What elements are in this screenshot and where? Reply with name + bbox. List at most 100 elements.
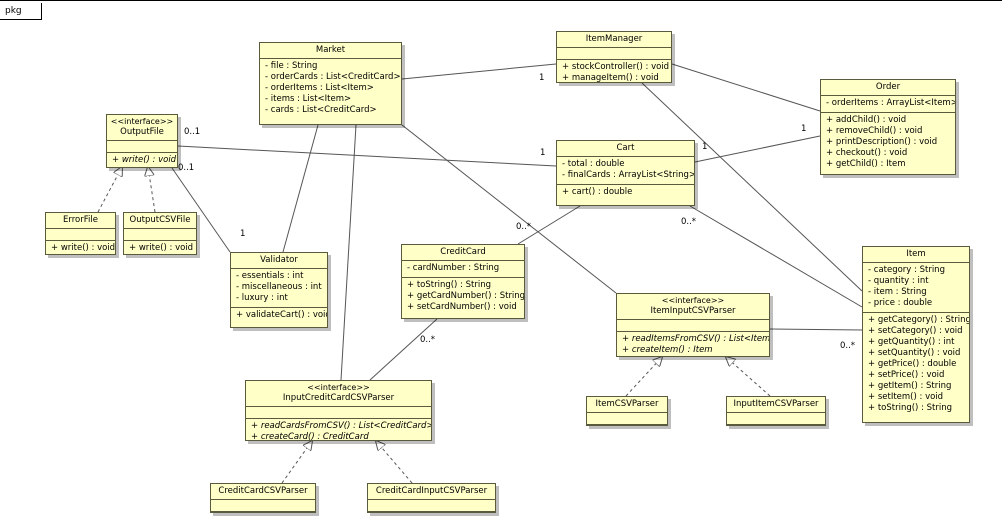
operations-section bbox=[211, 511, 315, 512]
operation: + setItem() : void bbox=[868, 392, 944, 402]
class-cart[interactable]: Cart - total : double - finalCards : Arr… bbox=[556, 140, 695, 206]
attribute: - items : List<Item> bbox=[265, 94, 352, 104]
attributes-section bbox=[107, 140, 177, 152]
assoc-creditcard-inputcreditcardparser bbox=[369, 318, 438, 381]
interface-item-input-csv-parser[interactable]: <<interface>> ItemInputCSVParser + readI… bbox=[616, 293, 770, 357]
attributes-section: - cardNumber : String bbox=[402, 260, 524, 277]
operation: + getChild() : Item bbox=[826, 159, 906, 169]
attributes-section: - category : String - quantity : int - i… bbox=[863, 262, 969, 312]
attributes-section bbox=[211, 499, 315, 511]
class-credit-card-input-csv-parser[interactable]: CreditCardInputCSVParser bbox=[367, 483, 496, 513]
multiplicity-label: 1 bbox=[540, 148, 546, 158]
operation: + checkout() : void bbox=[826, 148, 908, 158]
assoc-market-inputcreditcardparser bbox=[340, 124, 357, 381]
attribute: - price : double bbox=[868, 298, 933, 308]
operations-section bbox=[368, 511, 495, 512]
attribute: - quantity : int bbox=[868, 276, 929, 286]
attributes-section bbox=[246, 406, 431, 418]
operations-section: + addChild() : void + removeChild() : vo… bbox=[821, 112, 955, 173]
attributes-section bbox=[617, 319, 769, 331]
class-name: Validator bbox=[260, 255, 298, 265]
interface-input-credit-card-csv-parser[interactable]: <<interface>> InputCreditCardCSVParser +… bbox=[245, 380, 432, 441]
multiplicity-label: 1 bbox=[702, 142, 708, 152]
class-name: ErrorFile bbox=[63, 215, 98, 225]
attributes-section: - orderItems : ArrayList<Item> bbox=[821, 95, 955, 112]
class-name: OutputFile bbox=[120, 127, 164, 137]
assoc-order-cart bbox=[694, 135, 821, 163]
class-name: Item bbox=[906, 249, 926, 259]
operation: + setQuantity() : void bbox=[868, 348, 961, 358]
package-label: pkg bbox=[0, 3, 42, 20]
class-name: Order bbox=[875, 82, 901, 92]
operations-section: + getCategory() : String + setCategory()… bbox=[863, 312, 969, 417]
attribute: - cards : List<CreditCard> bbox=[265, 105, 377, 115]
class-market[interactable]: Market - file : String - orderCards : Li… bbox=[259, 42, 402, 125]
operation: + getCardNumber() : String bbox=[407, 291, 525, 301]
class-header: <<interface>> ItemInputCSVParser bbox=[617, 294, 769, 319]
attributes-section bbox=[368, 499, 495, 511]
operation: + setPrice() : void bbox=[868, 370, 945, 380]
attributes-section bbox=[557, 47, 671, 59]
attributes-section bbox=[46, 228, 115, 240]
class-name: ItemManager bbox=[585, 34, 643, 44]
operation: + readItemsFromCSV() : List<Item> bbox=[622, 334, 770, 344]
realize-inputitemcsvparser-iteminputparser bbox=[726, 357, 771, 397]
class-item-csv-parser[interactable]: ItemCSVParser bbox=[586, 396, 668, 426]
attributes-section: - essentials : int - miscellaneous : int… bbox=[231, 268, 327, 307]
operations-section: + stockController() : void + manageItem(… bbox=[557, 59, 671, 83]
class-item-manager[interactable]: ItemManager + stockController() : void +… bbox=[556, 31, 672, 83]
operations-section: + readItemsFromCSV() : List<Item> + crea… bbox=[617, 331, 770, 356]
class-credit-card-csv-parser[interactable]: CreditCardCSVParser bbox=[210, 483, 316, 513]
multiplicity-label: 0..* bbox=[420, 335, 436, 345]
multiplicity-label: 1 bbox=[801, 124, 807, 134]
realize-creditcardcsvparser-inputcreditcardparser bbox=[281, 441, 312, 484]
attribute: - category : String bbox=[868, 265, 945, 275]
multiplicity-label: 1 bbox=[539, 73, 545, 83]
attribute: - item : String bbox=[868, 287, 927, 297]
operation: + createItem() : Item bbox=[622, 345, 713, 355]
class-error-file[interactable]: ErrorFile + write() : void bbox=[45, 212, 116, 255]
operations-section bbox=[587, 424, 667, 425]
realize-errorfile-outputfile bbox=[97, 167, 122, 213]
interface-output-file[interactable]: <<interface>> OutputFile + write() : voi… bbox=[106, 114, 178, 168]
class-name: InputCreditCardCSVParser bbox=[282, 393, 395, 403]
operation: + manageItem() : void bbox=[562, 73, 659, 83]
multiplicity-label: 0..1 bbox=[184, 127, 201, 137]
attributes-section: - file : String - orderCards : List<Cred… bbox=[260, 58, 401, 119]
stereotype: <<interface>> bbox=[307, 383, 370, 392]
attribute: - orderCards : List<CreditCard> bbox=[265, 72, 401, 82]
class-order[interactable]: Order - orderItems : ArrayList<Item> + a… bbox=[820, 79, 956, 175]
class-validator[interactable]: Validator - essentials : int - miscellan… bbox=[230, 252, 328, 328]
operation: + write() : void bbox=[129, 243, 194, 253]
attribute: - luxury : int bbox=[236, 293, 288, 303]
operation: + write() : void bbox=[51, 243, 116, 253]
operation: + getQuantity() : int bbox=[868, 337, 955, 347]
operation: + getPrice() : double bbox=[868, 359, 957, 369]
realize-outputcsvfile-outputfile bbox=[148, 167, 156, 213]
attribute: - cardNumber : String bbox=[407, 263, 500, 273]
class-name: CreditCard bbox=[440, 247, 486, 257]
operation: + getItem() : String bbox=[868, 381, 952, 391]
class-name: CreditCardCSVParser bbox=[218, 486, 308, 496]
multiplicity-label: 1 bbox=[240, 229, 246, 239]
realize-creditcardinputcsvparser-inputcreditcardparser bbox=[376, 441, 413, 484]
class-name: CreditCardInputCSVParser bbox=[375, 486, 488, 496]
attributes-section bbox=[727, 412, 825, 424]
operation: + addChild() : void bbox=[826, 115, 907, 125]
class-input-item-csv-parser[interactable]: InputItemCSVParser bbox=[726, 396, 826, 426]
operation: + getCategory() : String bbox=[868, 315, 970, 325]
attribute: - finalCards : ArrayList<String> bbox=[562, 170, 695, 180]
assoc-iteminputparser-item bbox=[769, 328, 863, 331]
operation: + setCardNumber() : void bbox=[407, 302, 517, 312]
attributes-section: - total : double - finalCards : ArrayLis… bbox=[557, 156, 694, 184]
attribute: - orderItems : List<Item> bbox=[265, 83, 374, 93]
class-item[interactable]: Item - category : String - quantity : in… bbox=[862, 246, 970, 423]
class-credit-card[interactable]: CreditCard - cardNumber : String + toStr… bbox=[401, 244, 525, 319]
operation: + stockController() : void bbox=[562, 62, 670, 72]
operation: + toString() : String bbox=[868, 403, 952, 413]
multiplicity-label: 0..* bbox=[516, 222, 532, 232]
assoc-cart-creditcard bbox=[517, 205, 581, 245]
class-output-csv-file[interactable]: OutputCSVFile + write() : void bbox=[123, 212, 197, 255]
